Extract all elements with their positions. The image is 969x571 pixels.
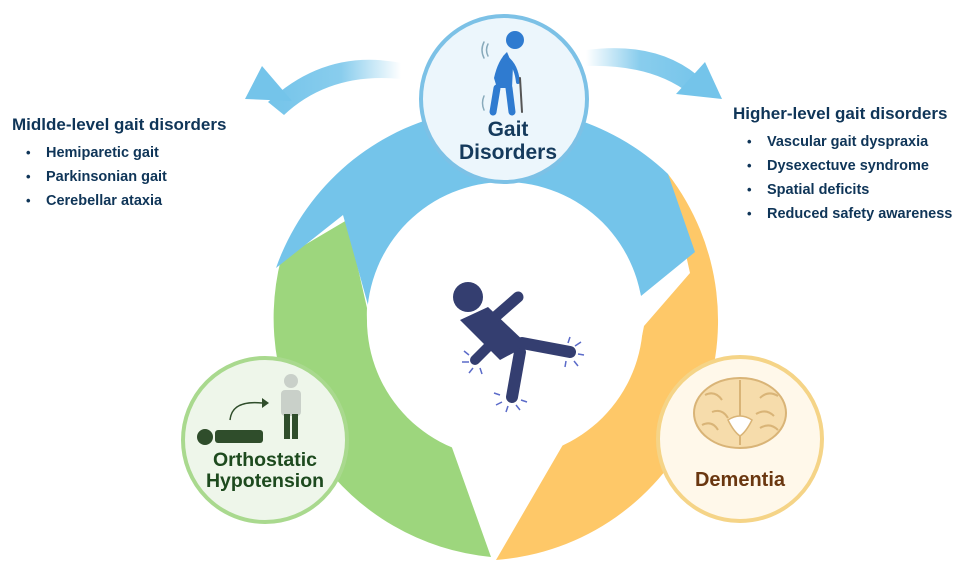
list-item: • Parkinsonian gait bbox=[26, 165, 226, 189]
orthostatic-hypotension-label: Orthostatic Hypotension bbox=[190, 449, 340, 493]
ortho-label-line2: Hypotension bbox=[205, 470, 325, 493]
arrow-left-icon bbox=[245, 59, 401, 115]
ring-segment-blue bbox=[276, 107, 695, 306]
bullet-icon: • bbox=[747, 134, 752, 149]
list-item: • Spatial deficits bbox=[747, 178, 952, 202]
list-item-text: Cerebellar ataxia bbox=[46, 193, 163, 209]
bullet-icon: • bbox=[26, 169, 31, 184]
ortho-label-line1: Orthostatic bbox=[212, 449, 317, 471]
list-item: • Vascular gait dyspraxia bbox=[747, 130, 952, 154]
bullet-icon: • bbox=[747, 158, 752, 173]
gait-disorders-label: Gait Disorders bbox=[438, 118, 578, 164]
higher-level-gait-list: Higher-level gait disorders • Vascular ga… bbox=[733, 104, 952, 226]
list-item: • Dysexectuve syndrome bbox=[747, 154, 952, 178]
bullet-icon: • bbox=[26, 193, 31, 208]
gait-label-line1: Gait bbox=[487, 118, 529, 141]
falling-person-icon bbox=[453, 282, 585, 413]
list-item-text: Hemiparetic gait bbox=[46, 145, 159, 161]
higher-level-title: Higher-level gait disorders bbox=[733, 104, 948, 123]
list-item: • Reduced safety awareness bbox=[747, 202, 952, 226]
middle-level-items: • Hemiparetic gait • Parkinsonian gait • Ce… bbox=[12, 141, 226, 213]
middle-level-title: Midlde-level gait disorders bbox=[12, 115, 227, 134]
list-item-text: Reduced safety awareness bbox=[767, 206, 953, 222]
brain-icon bbox=[693, 377, 787, 449]
ring-segment-green bbox=[273, 220, 491, 557]
bullet-icon: • bbox=[26, 145, 31, 160]
higher-level-items: • Vascular gait dyspraxia • Dysexectuve sy… bbox=[733, 130, 952, 226]
orthostatic-node-circle bbox=[181, 356, 349, 524]
list-item: • Cerebellar ataxia bbox=[26, 189, 226, 213]
gait-label-line2: Disorders bbox=[458, 140, 558, 164]
elderly-person-icon bbox=[481, 31, 524, 116]
bullet-icon: • bbox=[747, 182, 752, 197]
bullet-icon: • bbox=[747, 206, 752, 221]
list-item-text: Vascular gait dyspraxia bbox=[767, 134, 929, 150]
arrow-right-icon bbox=[586, 48, 722, 99]
middle-level-gait-list: Midlde-level gait disorders • Hemiparetic… bbox=[12, 115, 226, 213]
center-circle bbox=[367, 182, 643, 458]
list-item-text: Dysexectuve syndrome bbox=[767, 158, 929, 174]
list-item-text: Spatial deficits bbox=[767, 182, 870, 198]
gait-node-circle bbox=[419, 14, 589, 184]
dementia-label: Dementia bbox=[694, 469, 786, 491]
lying-to-standing-icon bbox=[197, 374, 301, 445]
list-item: • Hemiparetic gait bbox=[26, 141, 226, 165]
list-item-text: Parkinsonian gait bbox=[46, 169, 167, 185]
